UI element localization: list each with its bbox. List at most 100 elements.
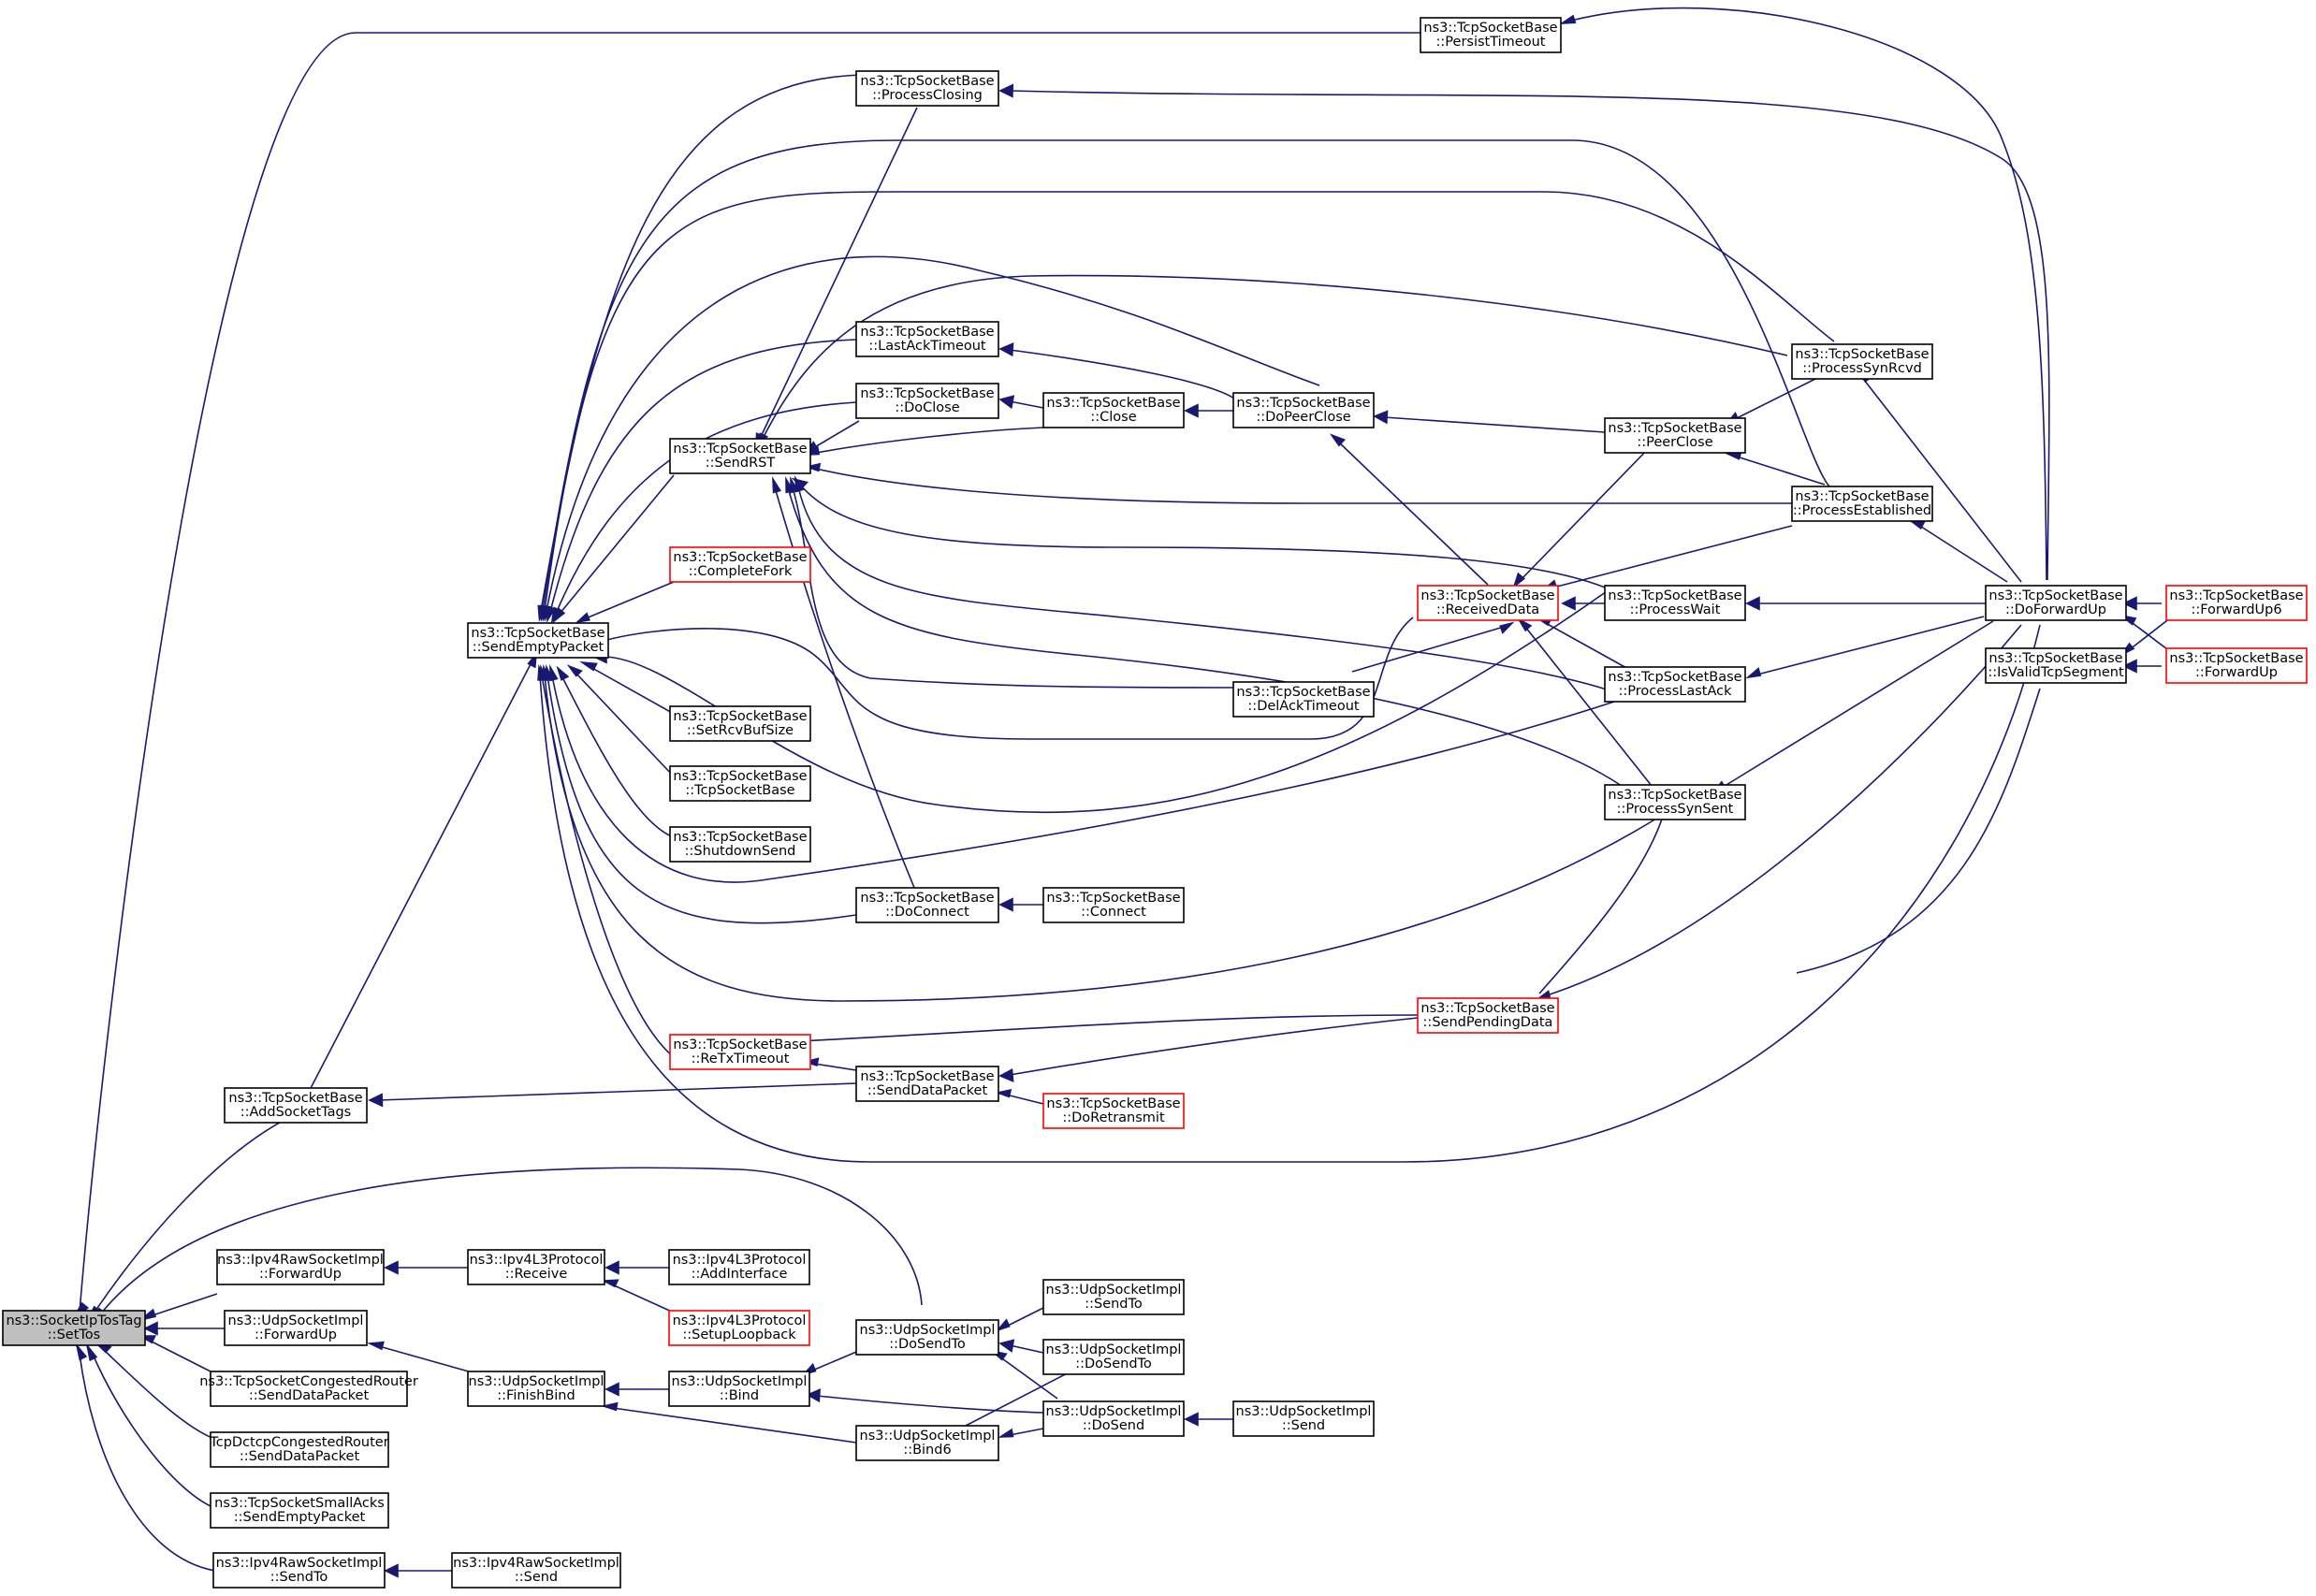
node-box (1417, 585, 1559, 621)
node-doretransmit[interactable]: ns3::TcpSocketBase::DoRetransmit (1042, 1093, 1185, 1129)
node-box (2, 1310, 146, 1346)
node-sendemptypacket[interactable]: ns3::TcpSocketBase::SendEmptyPacket (467, 622, 609, 659)
node-class-label: ns3::TcpSocketCongestedRouter (199, 1374, 418, 1389)
node-addsockettags[interactable]: ns3::TcpSocketBase::AddSocketTags (224, 1087, 368, 1124)
node-receiveddata[interactable]: ns3::TcpSocketBase::ReceivedData (1417, 585, 1559, 621)
node-peerclose[interactable]: ns3::TcpSocketBase::PeerClose (1604, 417, 1746, 454)
node-udpforwardup[interactable]: ns3::UdpSocketImpl::ForwardUp (224, 1310, 368, 1346)
node-doconnect[interactable]: ns3::TcpSocketBase::DoConnect (855, 887, 999, 923)
node-method-label: ::CompleteFork (689, 564, 793, 579)
node-box (1791, 486, 1933, 522)
node-sendpendingdata[interactable]: ns3::TcpSocketBase::SendPendingData (1417, 997, 1559, 1034)
node-class-label: ns3::TcpSocketBase (1236, 685, 1370, 700)
node-ipv4rawsendto[interactable]: ns3::Ipv4RawSocketImpl::SendTo (212, 1552, 386, 1589)
edge-sendemptypacket-setrcvbufsize (579, 660, 675, 715)
node-class-label: ns3::UdpSocketImpl (228, 1313, 364, 1328)
node-box (1042, 1093, 1185, 1129)
node-box (224, 1310, 368, 1346)
node-processsynrcvd[interactable]: ns3::TcpSocketBase::ProcessSynRcvd (1791, 343, 1933, 380)
node-doforwardup[interactable]: ns3::TcpSocketBase::DoForwardUp (1985, 585, 2127, 621)
edge-lastacktimeout-dopeerclose (998, 342, 1238, 401)
node-class-label: ns3::TcpSocketBase (673, 1037, 807, 1052)
node-box (224, 1087, 368, 1124)
node-delacktimeout[interactable]: ns3::TcpSocketBase::DelAckTimeout (1232, 681, 1375, 718)
node-class-label: ns3::TcpSocketBase (1608, 788, 1741, 803)
edge-settos-udpforwardup (143, 1321, 225, 1336)
edge-dopeerclose-receiveddata (1329, 433, 1489, 586)
edge-bind6-dosend (998, 1428, 1044, 1438)
node-isvalidtcpsegment[interactable]: ns3::TcpSocketBase::IsValidTcpSegment (1985, 647, 2127, 684)
node-settos[interactable]: ns3::SocketIpTosTag::SetTos (2, 1310, 146, 1346)
node-tcpdctcp[interactable]: TcpDctcpCongestedRouter::SendDataPacket (209, 1431, 389, 1468)
edge-ipv4rawsendto-ipv4rawsend (384, 1563, 452, 1578)
node-method-label: ::ProcessSynSent (1617, 802, 1734, 817)
edge-processsynsent-sendpendingdata (1538, 812, 1665, 994)
node-box (1604, 585, 1746, 621)
node-shutdownsend[interactable]: ns3::TcpSocketBase::ShutdownSend (669, 826, 811, 863)
node-class-label: ns3::TcpSocketBase (673, 709, 807, 724)
node-close[interactable]: ns3::TcpSocketBase::Close (1042, 392, 1185, 428)
node-tcpsocketbase[interactable]: ns3::TcpSocketBase::TcpSocketBase (669, 765, 811, 802)
node-lastacktimeout[interactable]: ns3::TcpSocketBase::LastAckTimeout (855, 321, 999, 357)
node-sendrst[interactable]: ns3::TcpSocketBase::SendRST (669, 438, 811, 474)
node-method-label: ::DoSendTo (1075, 1357, 1152, 1371)
node-box (1604, 784, 1746, 820)
node-processclosing[interactable]: ns3::TcpSocketBase::ProcessClosing (855, 70, 999, 107)
node-ipv4rawforwardup[interactable]: ns3::Ipv4RawSocketImpl::ForwardUp (216, 1249, 385, 1285)
node-processwait[interactable]: ns3::TcpSocketBase::ProcessWait (1604, 585, 1746, 621)
node-ipv4l3receive[interactable]: ns3::Ipv4L3Protocol::Receive (467, 1249, 605, 1285)
node-bind6[interactable]: ns3::UdpSocketImpl::Bind6 (855, 1425, 999, 1461)
node-class-label: ns3::TcpSocketBase (1608, 421, 1741, 436)
node-box (1604, 417, 1746, 454)
node-tcpcongestedrouter[interactable]: ns3::TcpSocketCongestedRouter::SendDataP… (199, 1371, 418, 1407)
edge-receiveddata-processsynsent (1516, 617, 1653, 787)
edge-isvalidtcpsegment-forwardup6 (2120, 617, 2172, 656)
edge-addsockettags-senddatapacket (368, 1082, 857, 1108)
node-box (467, 622, 609, 659)
node-senddatapacket[interactable]: ns3::TcpSocketBase::SendDataPacket (855, 1066, 999, 1102)
node-box (668, 1371, 810, 1407)
node-connect[interactable]: ns3::TcpSocketBase::Connect (1042, 887, 1185, 923)
node-box (210, 1431, 389, 1468)
node-class-label: ns3::UdpSocketImpl (672, 1374, 808, 1389)
node-method-label: ::LastAckTimeout (868, 339, 986, 354)
node-finishbind[interactable]: ns3::UdpSocketImpl::FinishBind (467, 1371, 605, 1407)
node-processsynsent[interactable]: ns3::TcpSocketBase::ProcessSynSent (1604, 784, 1746, 820)
node-udpdosendto[interactable]: ns3::UdpSocketImpl::DoSendTo (855, 1319, 999, 1356)
node-ipv4rawsend[interactable]: ns3::Ipv4RawSocketImpl::Send (451, 1552, 621, 1589)
node-retxtimeout[interactable]: ns3::TcpSocketBase::ReTxTimeout (669, 1034, 811, 1070)
node-class-label: ns3::UdpSocketImpl (469, 1374, 604, 1389)
node-dopeerclose[interactable]: ns3::TcpSocketBase::DoPeerClose (1232, 392, 1375, 428)
node-processlastack[interactable]: ns3::TcpSocketBase::ProcessLastAck (1604, 666, 1746, 703)
node-setuploopback[interactable]: ns3::Ipv4L3Protocol::SetupLoopback (668, 1310, 810, 1346)
edge-sendrst-delacktimeout (790, 476, 1236, 689)
node-completefork[interactable]: ns3::TcpSocketBase::CompleteFork (669, 546, 811, 583)
node-class-label: ns3::TcpSocketBase (673, 769, 807, 784)
node-udpdosendto2[interactable]: ns3::UdpSocketImpl::DoSendTo (1042, 1339, 1185, 1375)
node-box (669, 1034, 811, 1070)
node-box (1042, 392, 1185, 428)
node-bind[interactable]: ns3::UdpSocketImpl::Bind (668, 1371, 810, 1407)
node-class-label: ns3::TcpSocketBase (1795, 489, 1929, 504)
node-method-label: ::TcpSocketBase (685, 783, 794, 798)
edge-receiveddata-processestablished (1541, 525, 1793, 591)
node-box (1232, 392, 1375, 428)
node-method-label: ::ProcessSynRcvd (1802, 361, 1922, 376)
node-forwardup6[interactable]: ns3::TcpSocketBase::ForwardUp6 (2165, 585, 2308, 621)
node-method-label: ::IsValidTcpSegment (1988, 665, 2124, 680)
node-persisttimeout[interactable]: ns3::TcpSocketBase::PersistTimeout (1420, 17, 1562, 53)
node-box (451, 1552, 621, 1589)
edge-processwait-doforwardup (1745, 596, 1986, 611)
node-dosend[interactable]: ns3::UdpSocketImpl::DoSend (1042, 1400, 1185, 1437)
edge-senddatapacket-doretransmit (995, 1088, 1044, 1105)
node-tcpforwardup[interactable]: ns3::TcpSocketBase::ForwardUp (2165, 647, 2308, 684)
node-send[interactable]: ns3::UdpSocketImpl::Send (1232, 1400, 1375, 1437)
node-processestablished[interactable]: ns3::TcpSocketBase::ProcessEstablished (1791, 486, 1933, 522)
node-tcpsmallacks[interactable]: ns3::TcpSocketSmallAcks::SendEmptyPacket (210, 1492, 389, 1529)
node-method-label: ::ForwardUp (2195, 665, 2278, 680)
node-setrcvbufsize[interactable]: ns3::TcpSocketBase::SetRcvBufSize (669, 705, 811, 742)
node-doclose[interactable]: ns3::TcpSocketBase::DoClose (855, 383, 999, 419)
node-udpsendto[interactable]: ns3::UdpSocketImpl::SendTo (1042, 1279, 1185, 1315)
node-addinterface[interactable]: ns3::Ipv4L3Protocol::AddInterface (668, 1249, 810, 1285)
node-class-label: ns3::Ipv4L3Protocol (673, 1313, 807, 1328)
